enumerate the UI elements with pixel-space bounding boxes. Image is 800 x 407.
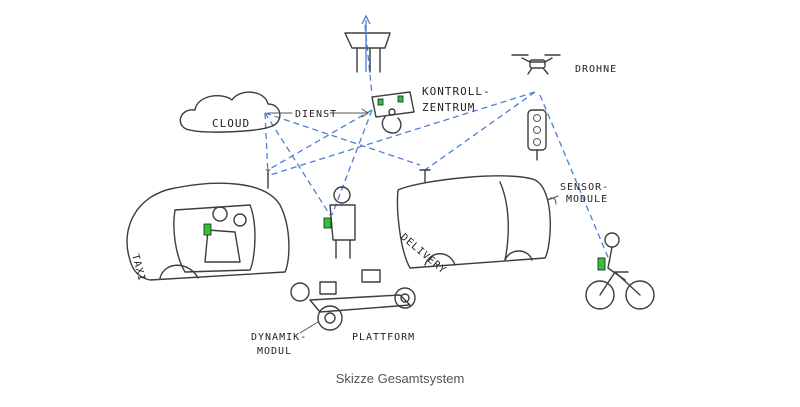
sensor-pointer — [547, 195, 559, 201]
sensor-label-1: SENSOR- — [560, 182, 609, 193]
platform-vehicle — [290, 269, 416, 331]
cloud-shape: CLOUD — [179, 91, 281, 133]
traffic-light-icon — [527, 109, 547, 161]
dienst-connector: DIENST — [267, 108, 369, 120]
taxi-label: TAXI — [129, 253, 147, 283]
link-cloud-delivery — [264, 112, 421, 166]
dynamik-pointer — [299, 321, 319, 334]
delivery-vehicle — [396, 169, 557, 269]
figure-caption: Skizze Gesamtsystem — [335, 371, 465, 386]
system-sketch: CLOUD DIENST KONTROLL- ZENTRUM — [126, 14, 655, 357]
drone-icon — [511, 54, 561, 75]
person-icon — [323, 186, 356, 259]
kontroll-label-1: KONTROLL- — [422, 85, 491, 98]
link-drone-bike — [539, 94, 611, 263]
plattform-label: PLATTFORM — [352, 332, 415, 343]
cyclist-icon — [585, 232, 655, 310]
cloud-label: CLOUD — [212, 117, 250, 130]
kontroll-label-2: ZENTRUM — [422, 101, 475, 114]
link-drone-delivery — [424, 91, 536, 171]
drohne-label: DROHNE — [575, 64, 617, 75]
link-cloud-person — [264, 112, 331, 216]
link-cloud-taxi — [264, 112, 269, 176]
tower-icon — [344, 14, 391, 73]
connection-lines — [264, 24, 611, 263]
link-drone-taxi — [269, 91, 536, 176]
dynamik-label-2: MODUL — [257, 346, 292, 357]
link-kontroll-person — [331, 109, 373, 216]
dynamik-label-1: DYNAMIK- — [251, 332, 307, 343]
kontrollzentrum-icon — [371, 91, 415, 134]
dienst-label: DIENST — [295, 109, 337, 120]
sensor-label-2: MODULE — [566, 194, 608, 205]
link-kontroll-cloud — [267, 109, 373, 171]
taxi-vehicle — [126, 169, 290, 281]
